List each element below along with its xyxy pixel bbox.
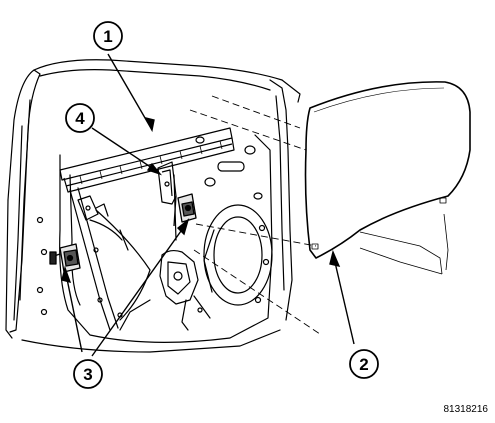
regulator-lift-plate bbox=[157, 161, 177, 205]
callout-2-label: 2 bbox=[359, 355, 368, 374]
figure-id: 81318216 bbox=[444, 404, 489, 415]
callout-4: 4 bbox=[65, 103, 95, 133]
callout-1: 1 bbox=[93, 21, 123, 51]
glass-alignment-lines bbox=[359, 213, 449, 275]
callout-2: 2 bbox=[349, 349, 379, 379]
leader-lines bbox=[61, 53, 355, 357]
callout-1-label: 1 bbox=[103, 27, 112, 46]
dashed-guide-lines bbox=[189, 95, 321, 335]
door-glass bbox=[304, 81, 471, 259]
callout-3-label: 3 bbox=[83, 365, 92, 384]
callout-4-label: 4 bbox=[75, 109, 85, 128]
callout-3: 3 bbox=[73, 359, 103, 389]
glass-clamp-rear bbox=[49, 243, 81, 273]
glass-clamp-front bbox=[173, 193, 197, 227]
door-inner-panel bbox=[5, 59, 301, 353]
glass-run-channel bbox=[59, 127, 235, 193]
